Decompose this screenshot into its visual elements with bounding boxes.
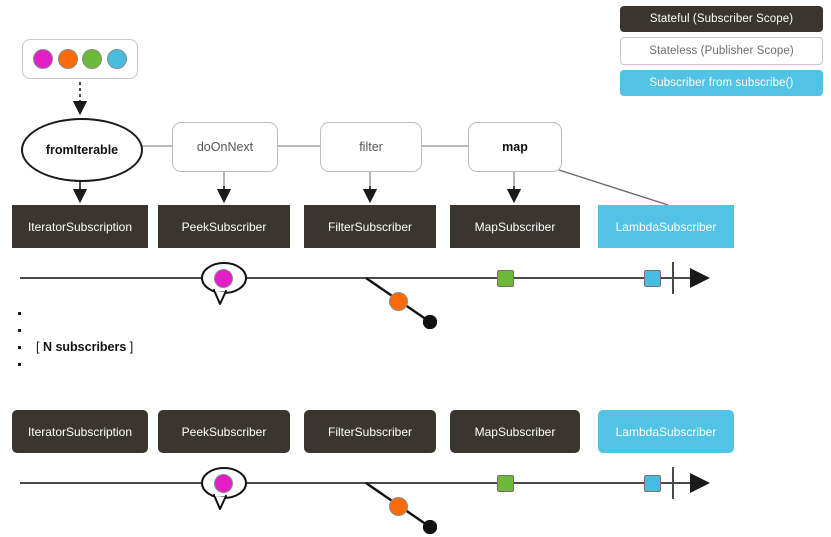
- timeline2-marble-magenta: [214, 474, 233, 493]
- legend: Stateful (Subscriber Scope) Stateless (P…: [620, 6, 823, 101]
- n-subscribers-suffix: ]: [126, 340, 134, 354]
- subscriber-filtersubscriber-2[interactable]: FilterSubscriber: [304, 410, 436, 453]
- operator-fromiterable[interactable]: fromIterable: [21, 118, 143, 182]
- timeline1-marble-blue: [644, 270, 661, 287]
- operator-filter[interactable]: filter: [320, 122, 422, 172]
- timeline1-marble-green: [497, 270, 514, 287]
- n-subscribers-label: [ N subscribers ]: [36, 340, 133, 354]
- ellipsis-dots: [18, 312, 21, 380]
- subscriber-iteratorsubscription-1[interactable]: IteratorSubscription: [12, 205, 148, 248]
- subscriber-peeksubscriber-2[interactable]: PeekSubscriber: [158, 410, 290, 453]
- timeline1-marble-orange-filtered: [389, 292, 408, 311]
- connector-map-to-lambdasubscriber: [558, 169, 669, 206]
- source-elements-box: [22, 39, 138, 79]
- marble-orange-icon: [57, 49, 78, 69]
- timeline2-marble-orange-filtered: [389, 497, 408, 516]
- operator-doonnext[interactable]: doOnNext: [172, 122, 278, 172]
- connector-operator-to-subscriber: [72, 170, 522, 204]
- subscriber-iteratorsubscription-2[interactable]: IteratorSubscription: [12, 410, 148, 453]
- n-subscribers-prefix: [: [36, 340, 43, 354]
- subscriber-peeksubscriber-1[interactable]: PeekSubscriber: [158, 205, 290, 248]
- marble-green-icon: [82, 49, 103, 69]
- timeline1-marble-magenta: [214, 269, 233, 288]
- subscriber-mapsubscriber-2[interactable]: MapSubscriber: [450, 410, 580, 453]
- subscriber-filtersubscriber-1[interactable]: FilterSubscriber: [304, 205, 436, 248]
- subscriber-lambdasubscriber-2[interactable]: LambdaSubscriber: [598, 410, 734, 453]
- n-subscribers-count: N subscribers: [42, 340, 127, 354]
- legend-item-subscriber: Subscriber from subscribe(): [620, 70, 823, 96]
- marble-blue-icon: [106, 49, 127, 69]
- timeline-axis-2: [20, 467, 710, 535]
- timeline2-marble-blue: [644, 475, 661, 492]
- marble-magenta-icon: [33, 49, 54, 69]
- legend-item-stateless: Stateless (Publisher Scope): [620, 37, 823, 65]
- timeline-axis-1: [20, 262, 710, 330]
- subscriber-mapsubscriber-1[interactable]: MapSubscriber: [450, 205, 580, 248]
- timeline2-marble-green: [497, 475, 514, 492]
- subscriber-lambdasubscriber-1[interactable]: LambdaSubscriber: [598, 205, 734, 248]
- legend-item-stateful: Stateful (Subscriber Scope): [620, 6, 823, 32]
- operator-map[interactable]: map: [468, 122, 562, 172]
